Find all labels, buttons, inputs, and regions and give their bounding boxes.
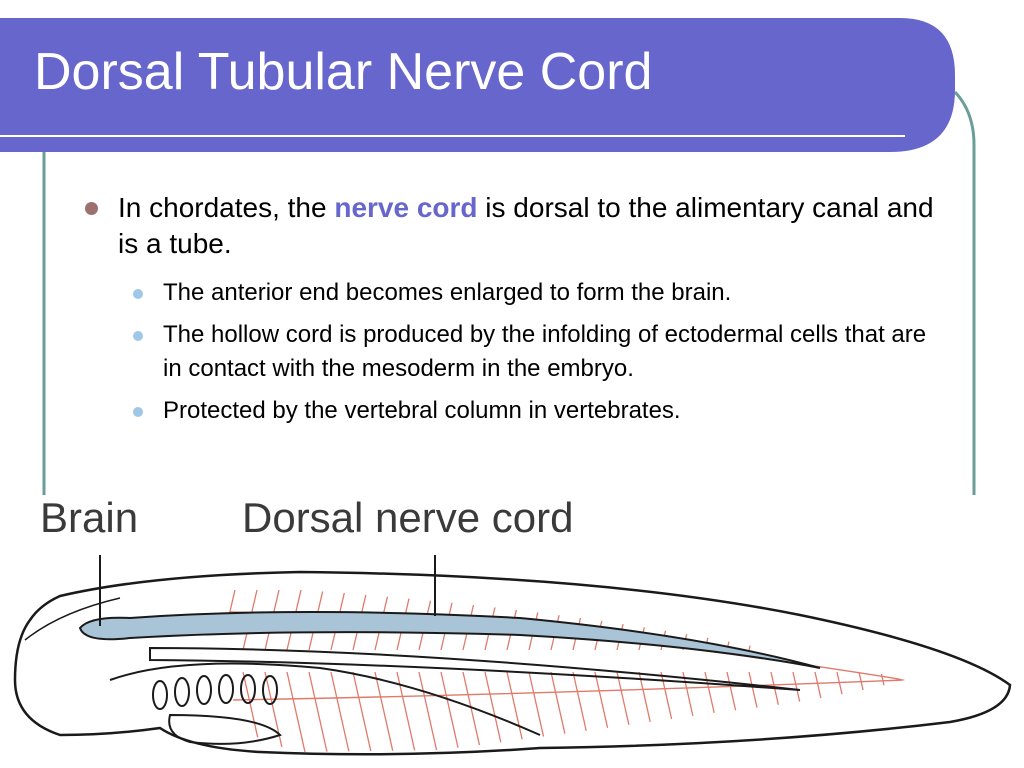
main-bullet: In chordates, the nerve cord is dorsal t…	[84, 190, 944, 262]
nerve-cord-label: Dorsal nerve cord	[242, 494, 574, 541]
sub-bullet-dot	[133, 407, 143, 417]
sub-bullet-vertebral: Protected by the vertebral column in ver…	[129, 394, 944, 428]
brain-label: Brain	[40, 494, 139, 541]
dorsal-nerve-cord	[78, 611, 821, 669]
title-banner	[0, 18, 955, 152]
body-outline	[13, 570, 1012, 756]
sub-bullet-text: The anterior end becomes enlarged to for…	[163, 279, 732, 306]
main-bullet-text-start: In chordates, the	[118, 192, 335, 223]
sub-bullet-brain: The anterior end becomes enlarged to for…	[129, 276, 944, 310]
bullet-list: In chordates, the nerve cord is dorsal t…	[84, 190, 944, 436]
gill-slits	[152, 674, 278, 710]
notochord	[149, 646, 801, 691]
sub-bullet-text: The hollow cord is produced by the infol…	[163, 321, 927, 382]
sub-bullet-dot	[133, 331, 143, 341]
slide-title: Dorsal Tubular Nerve Cord	[34, 43, 653, 101]
sub-bullet-dot	[133, 289, 143, 299]
bullet-dot	[85, 202, 98, 215]
main-bullet-highlight: nerve cord	[334, 192, 478, 223]
pharynx-outline	[109, 662, 541, 736]
sub-bullet-text: Protected by the vertebral column in ver…	[163, 397, 681, 424]
sub-bullet-hollow-cord: The hollow cord is produced by the infol…	[129, 318, 944, 386]
main-bullet-text-end: is dorsal to the alimentary canal and is…	[118, 192, 934, 259]
chordate-diagram	[0, 495, 1024, 768]
